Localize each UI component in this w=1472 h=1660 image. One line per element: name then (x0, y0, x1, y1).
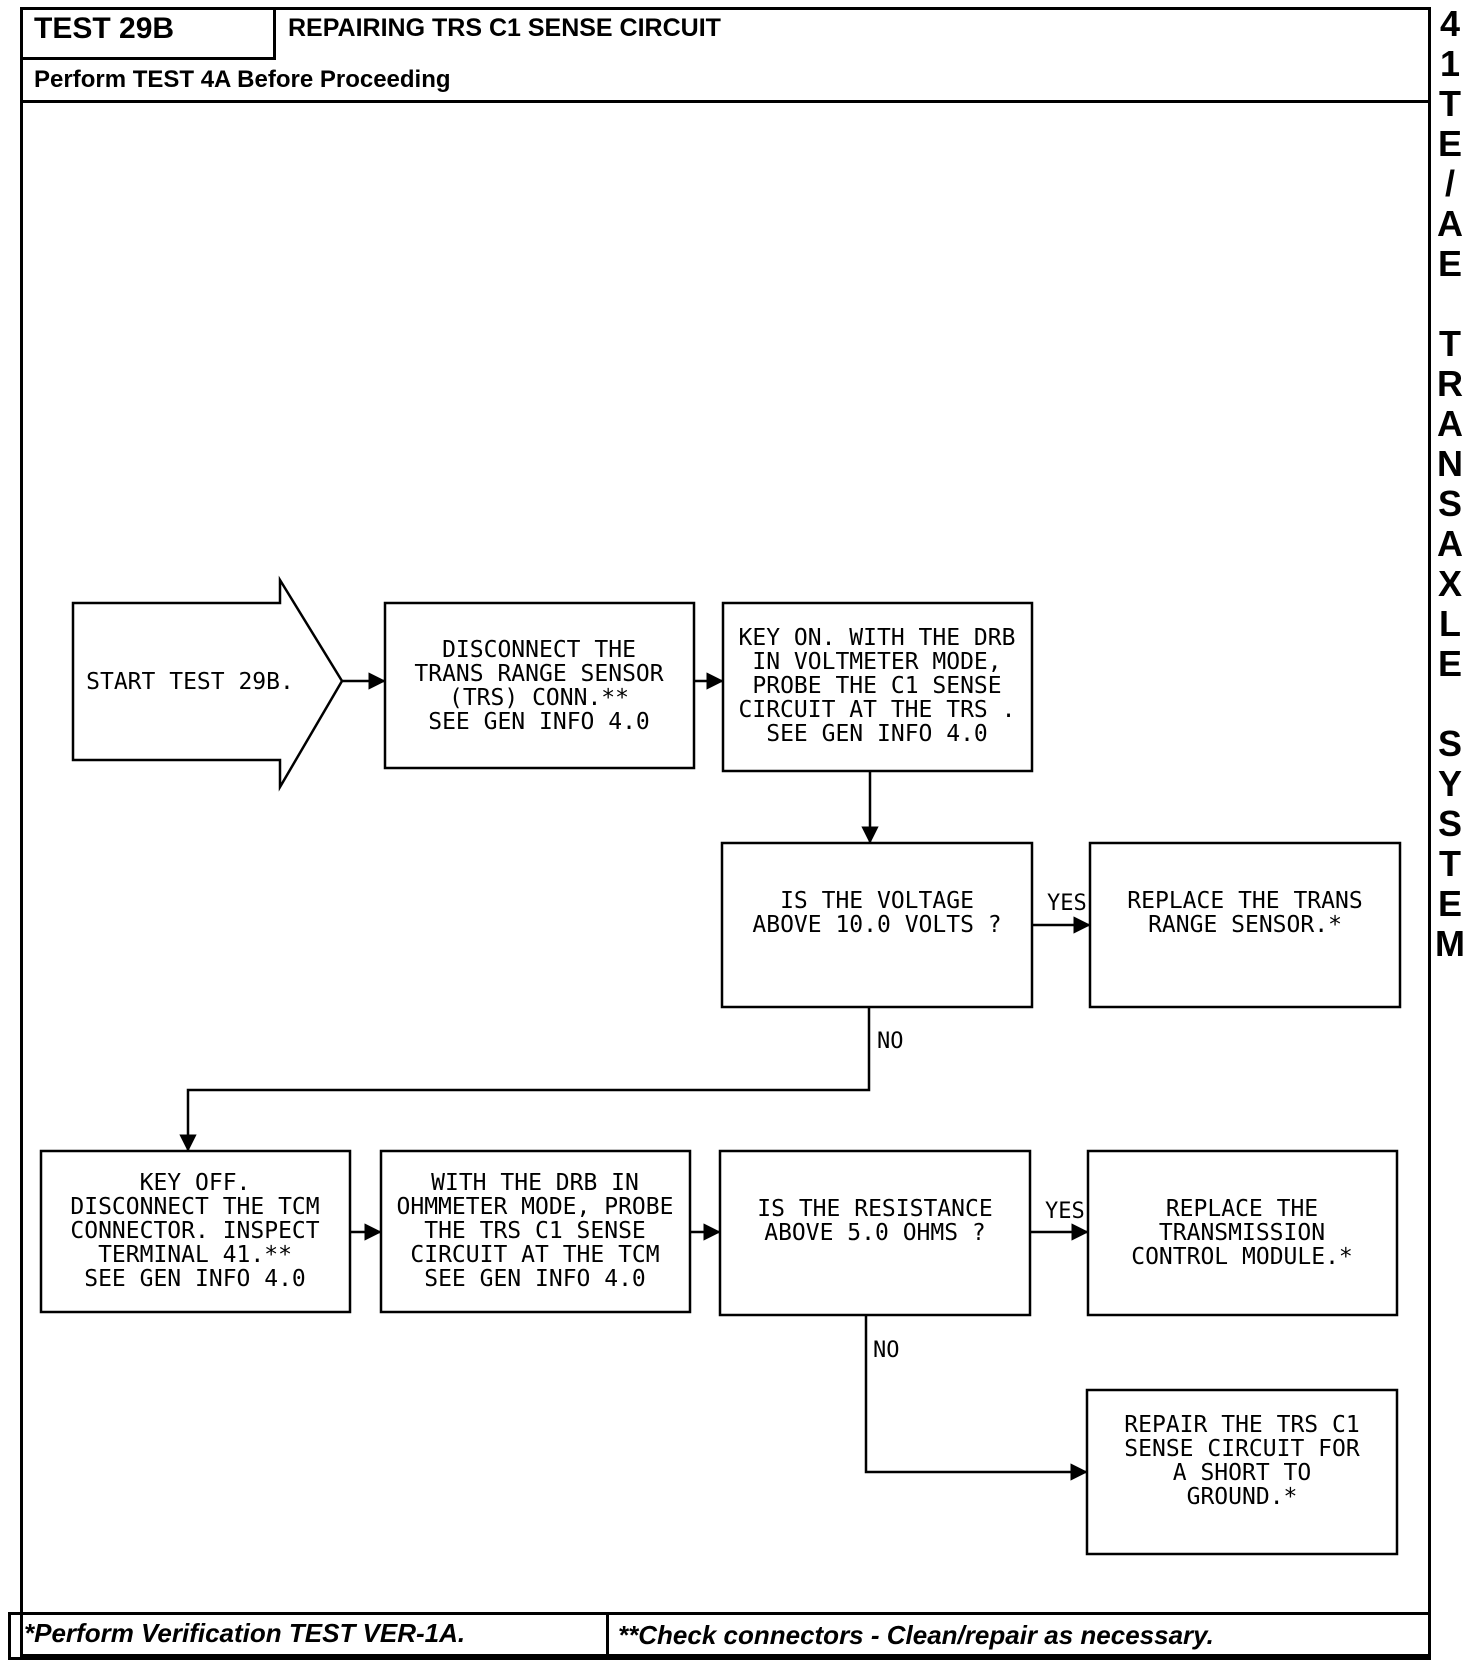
result3-box (1085, 1388, 1399, 1556)
result1-text-line: REPLACE THE TRANS (1127, 888, 1362, 914)
side-title-letter: S (1437, 803, 1462, 844)
step3-box (39, 1149, 352, 1314)
step3-text-line: CONNECTOR. INSPECT (70, 1218, 319, 1244)
outer-frame (20, 7, 1431, 1657)
side-title-letter: E (1437, 883, 1462, 924)
step2-text-line: PROBE THE C1 SENSE (752, 673, 1001, 699)
side-title-letter: S (1437, 483, 1462, 524)
side-title-letter: E (1437, 243, 1462, 284)
yes-label-1: YES (1047, 891, 1087, 916)
step1-box (383, 601, 696, 770)
footer-divider (606, 1612, 609, 1660)
side-title-letter: R (1437, 363, 1463, 404)
step1-text-line: TRANS RANGE SENSOR (414, 661, 663, 687)
result2-text-line: CONTROL MODULE.* (1131, 1244, 1353, 1270)
step4-text-line: THE TRS C1 SENSE (424, 1218, 646, 1244)
result3-text-line: A SHORT TO (1173, 1460, 1311, 1486)
result1-box (1088, 841, 1402, 1009)
side-title-letter: A (1437, 203, 1463, 244)
side-title-letter: S (1437, 723, 1462, 764)
side-title-letter: 4 (1439, 3, 1461, 44)
result3-text-line: GROUND.* (1187, 1484, 1298, 1510)
step1-text-line: DISCONNECT THE (442, 637, 636, 663)
result2-box (1086, 1149, 1399, 1317)
side-title-letter: A (1437, 403, 1463, 444)
no-label-1: NO (877, 1029, 904, 1054)
step3-text-line: SEE GEN INFO 4.0 (84, 1266, 306, 1292)
question2-box (718, 1149, 1032, 1317)
side-title-letter: T (1439, 323, 1461, 364)
step1-text-line: (TRS) CONN.** (449, 685, 629, 711)
side-title-letter: Y (1437, 763, 1462, 804)
question2-text-line: ABOVE 5.0 OHMS ? (764, 1220, 986, 1246)
footer-note-verification: *Perform Verification TEST VER-1A. (24, 1618, 466, 1648)
page-title: REPAIRING TRS C1 SENSE CIRCUIT (288, 14, 721, 42)
start-arrow-shape (71, 575, 344, 792)
footer-bar (8, 1612, 1431, 1660)
question2-text-line: IS THE RESISTANCE (757, 1196, 992, 1222)
step4-text-line: OHMMETER MODE, PROBE (397, 1194, 674, 1220)
side-title-letter: X (1437, 563, 1462, 604)
question1-text-line: ABOVE 10.0 VOLTS ? (752, 912, 1001, 938)
connector-question2-no (864, 1315, 1088, 1481)
prerequisite-note: Perform TEST 4A Before Proceeding (34, 66, 451, 93)
result3-text-line: REPAIR THE TRS C1 (1124, 1412, 1359, 1438)
result2-text-line: REPLACE THE (1166, 1196, 1318, 1222)
step2-text-line: CIRCUIT AT THE TRS . (739, 697, 1016, 723)
result3-text-line: SENSE CIRCUIT FOR (1124, 1436, 1360, 1462)
side-title-letter: A (1437, 523, 1463, 564)
test-id-box (20, 7, 276, 60)
start-text-line: START TEST 29B. (86, 669, 294, 695)
step3-text-line: DISCONNECT THE TCM (70, 1194, 319, 1220)
side-title-letter: E (1437, 643, 1462, 684)
question1-text-line: IS THE VOLTAGE (780, 888, 974, 914)
step4-text-line: CIRCUIT AT THE TCM (410, 1242, 659, 1268)
step2-text-line: KEY ON. WITH THE DRB (739, 625, 1016, 651)
side-title-letter: T (1439, 83, 1461, 124)
step3-text-line: KEY OFF. (140, 1170, 251, 1196)
side-title-letter: L (1439, 603, 1461, 644)
connector-question1-no (179, 1007, 871, 1152)
yes-label-2: YES (1045, 1199, 1085, 1224)
test-id: TEST 29B (34, 12, 175, 45)
side-title-letter: / (1444, 163, 1455, 204)
step1-text-line: SEE GEN INFO 4.0 (428, 709, 650, 735)
side-title-letter: T (1439, 843, 1461, 884)
step3-text-line: TERMINAL 41.** (98, 1242, 292, 1268)
question1-box (720, 841, 1034, 1009)
result1-text-line: RANGE SENSOR.* (1148, 912, 1342, 938)
step2-text-line: IN VOLTMETER MODE, (752, 649, 1001, 675)
side-title-letter: M (1435, 923, 1465, 964)
side-title-letter: N (1437, 443, 1463, 484)
step2-box (721, 601, 1034, 773)
step4-text-line: WITH THE DRB IN (431, 1170, 639, 1196)
result2-text-line: TRANSMISSION (1159, 1220, 1325, 1246)
footer-note-connectors: **Check connectors - Clean/repair as nec… (618, 1620, 1214, 1650)
side-title-letter: E (1437, 123, 1462, 164)
step2-text-line: SEE GEN INFO 4.0 (766, 721, 988, 747)
header-divider (20, 100, 1431, 103)
step4-text-line: SEE GEN INFO 4.0 (424, 1266, 646, 1292)
side-title-letter: 1 (1439, 43, 1461, 84)
no-label-2: NO (873, 1338, 900, 1363)
